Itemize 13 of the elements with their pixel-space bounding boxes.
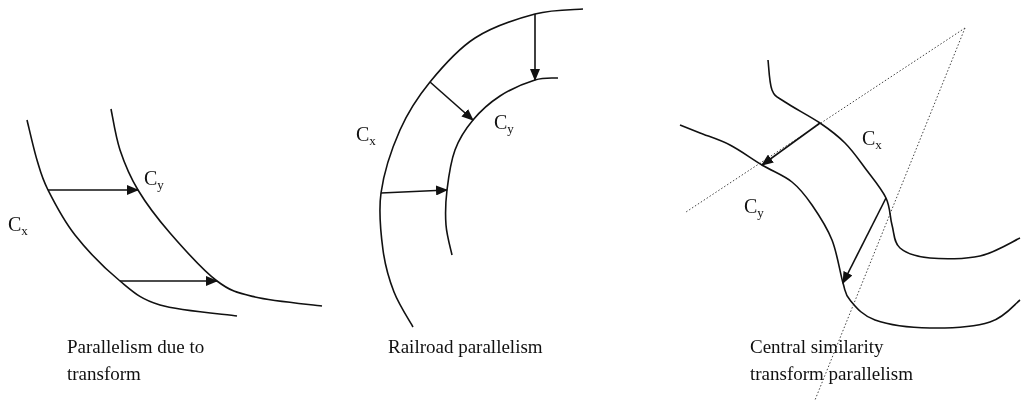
arrow xyxy=(842,197,887,284)
arrow xyxy=(119,276,218,286)
caption: Parallelism due to transform xyxy=(67,335,206,386)
curve-label: C$_{x}$ xyxy=(356,124,376,144)
arrow xyxy=(47,185,139,195)
curve-label: C$_{x}$ xyxy=(8,214,28,234)
caption: Railroad parallelism xyxy=(388,335,544,359)
arrow xyxy=(530,13,540,81)
arrow xyxy=(429,81,474,121)
curve-label: C$_{x}$ xyxy=(862,128,882,148)
arrow xyxy=(380,185,448,196)
caption: Central similarity transform parallelism xyxy=(750,335,915,386)
arrow xyxy=(761,122,821,166)
